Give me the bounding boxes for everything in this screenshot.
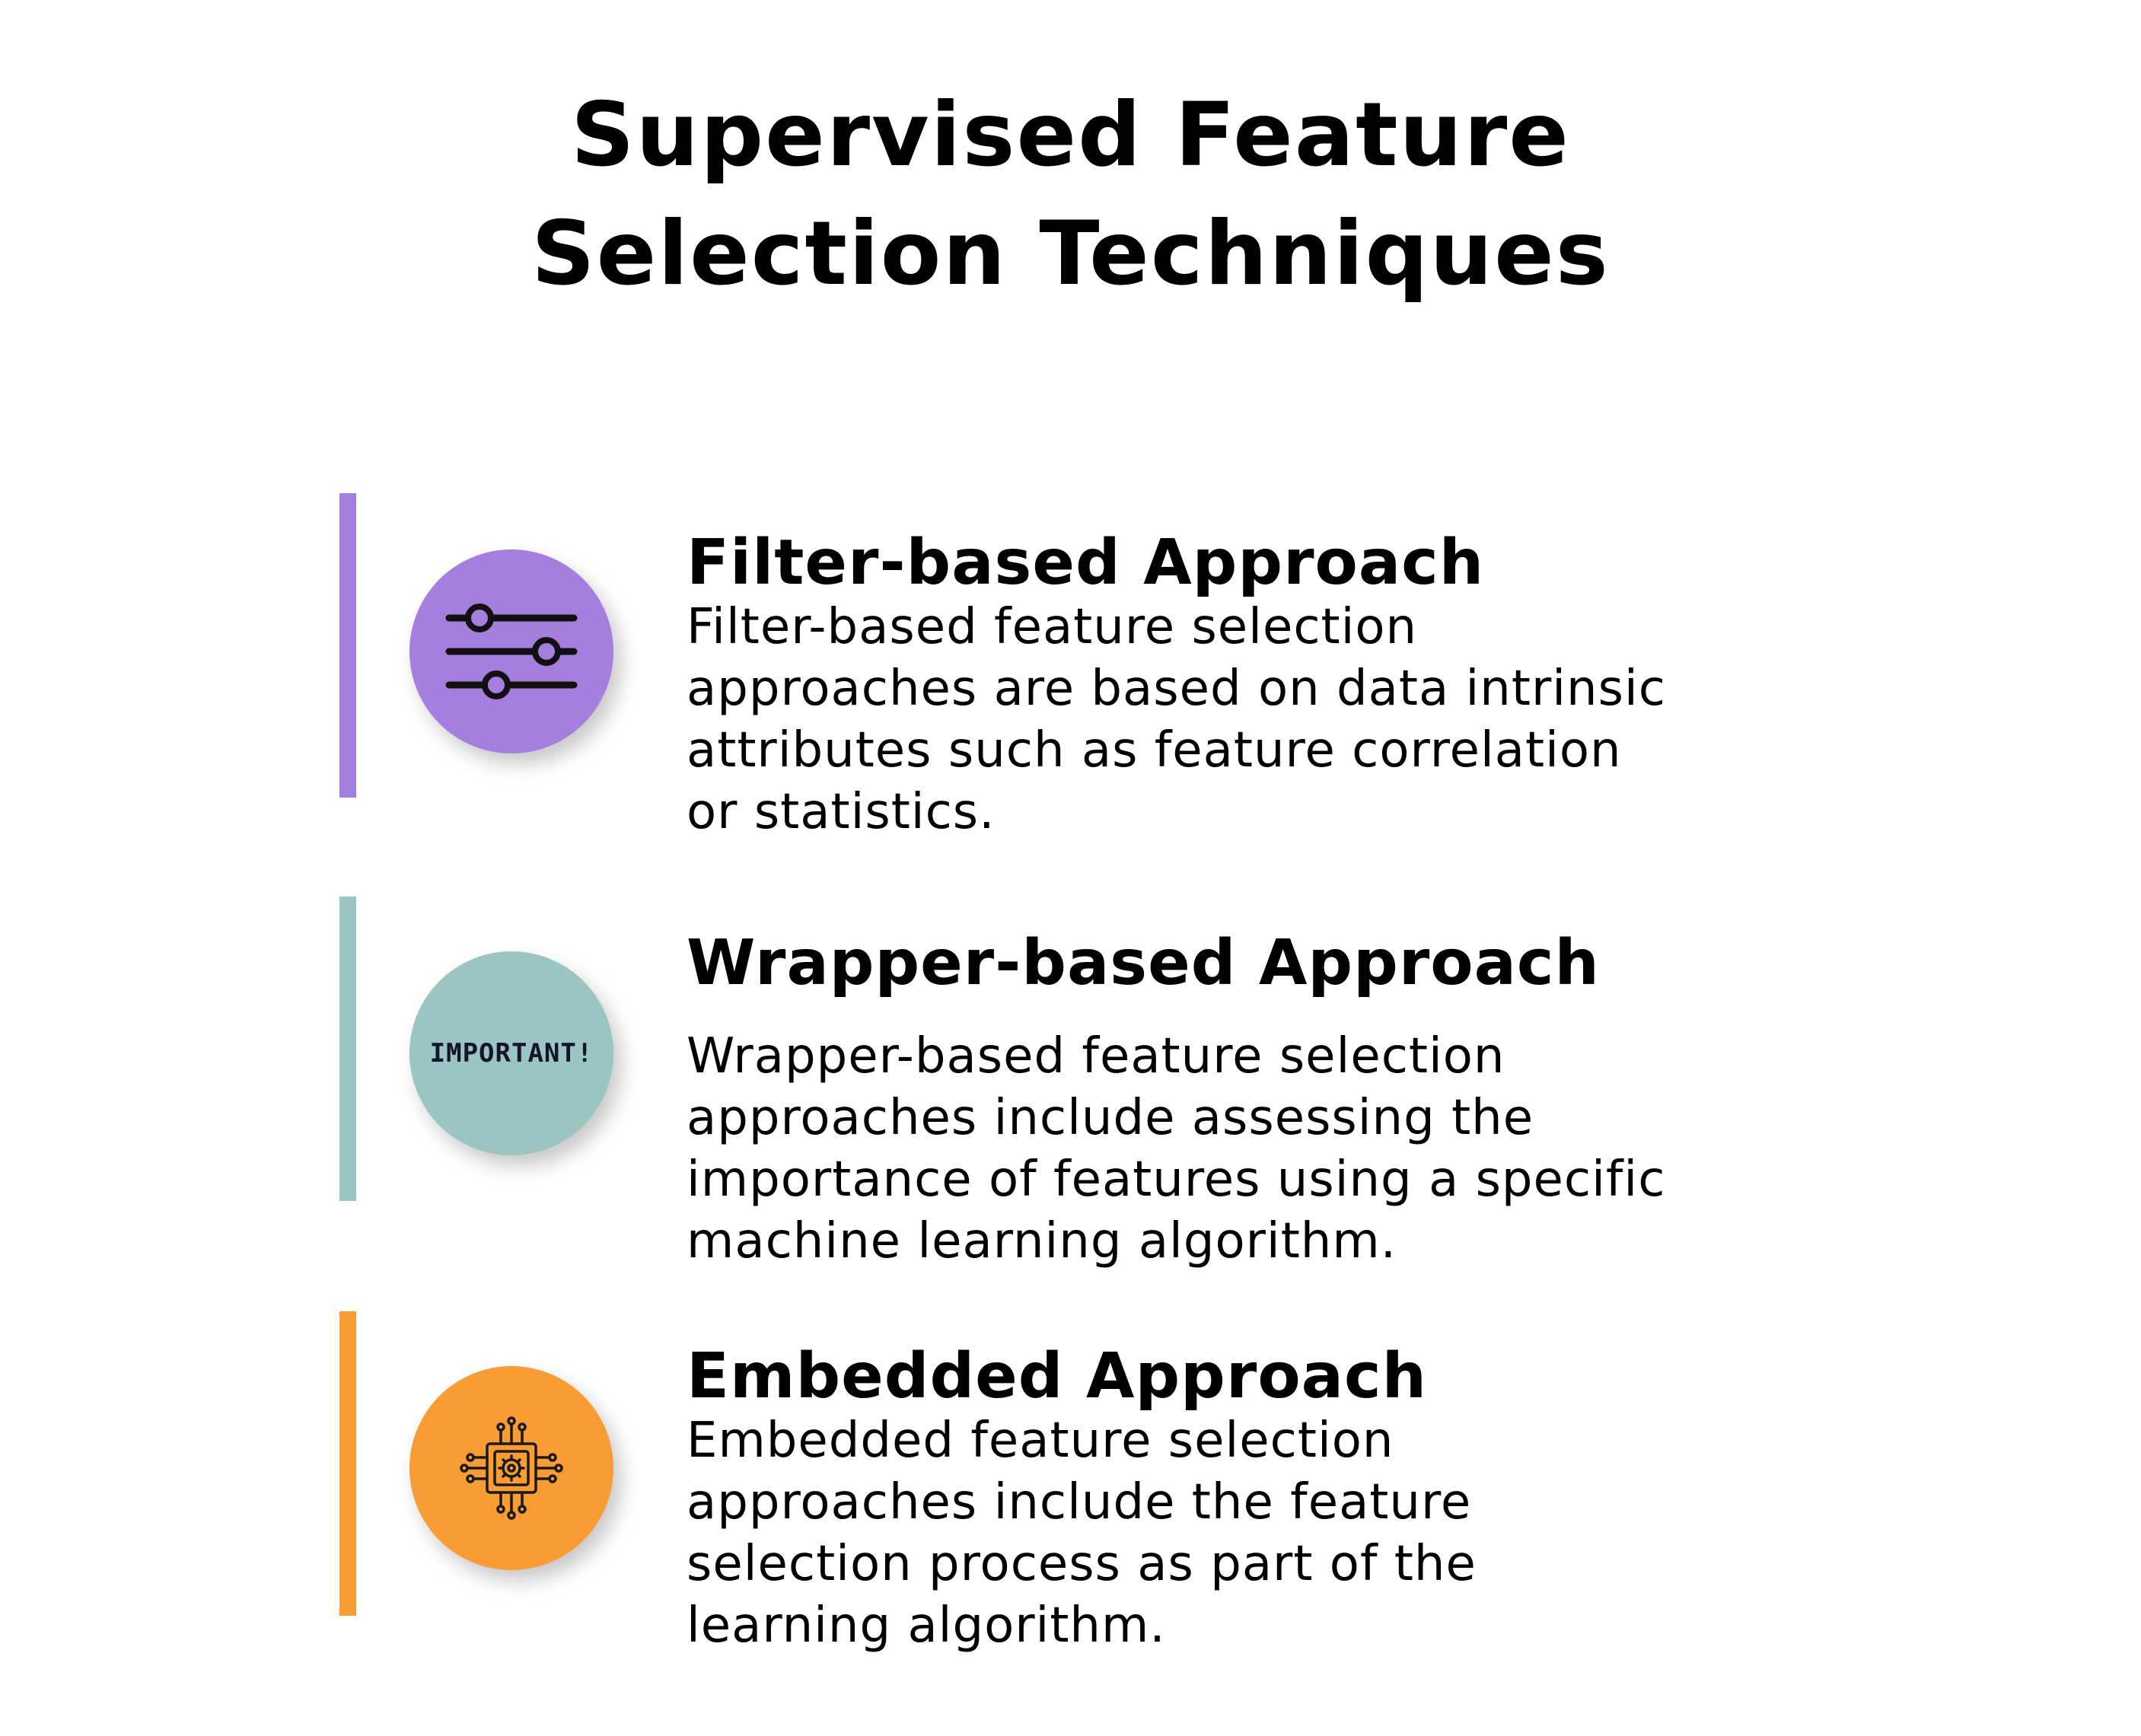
embedded-accent-bar (339, 1311, 356, 1616)
important-sticker-icon: IMPORTANT! (429, 1038, 594, 1069)
wrapper-desc-line-2: approaches include assessing the (687, 1090, 1534, 1146)
embedded-desc-line-1: Embedded feature selection (687, 1413, 1394, 1469)
title-line-2: Selection Techniques (531, 202, 1610, 305)
embedded-desc-line-4: learning algorithm. (687, 1597, 1166, 1654)
section-embedded: Embedded Approach Embedded feature selec… (0, 1311, 2141, 1654)
filter-desc-line-3: attributes such as feature correlation (687, 722, 1622, 779)
embedded-desc-line-2: approaches include the feature (687, 1474, 1472, 1531)
section-wrapper-based: IMPORTANT! Wrapper-based Approach Wrappe… (0, 897, 2141, 1269)
wrapper-accent-bar (339, 897, 356, 1201)
filter-desc-line-1: Filter-based feature selection (687, 599, 1418, 655)
title-line-1: Supervised Feature (571, 84, 1570, 186)
filter-icon-circle (409, 549, 613, 753)
page-title: Supervised Feature Selection Techniques (0, 76, 2141, 314)
wrapper-heading: Wrapper-based Approach (687, 927, 1600, 999)
chip-gear-icon (460, 1416, 563, 1520)
embedded-icon-circle (409, 1366, 613, 1570)
embedded-heading: Embedded Approach (687, 1340, 1427, 1413)
section-filter-based: Filter-based Approach Filter-based featu… (0, 493, 2141, 840)
sliders-icon (445, 604, 578, 699)
filter-accent-bar (339, 493, 356, 798)
filter-desc-line-4: or statistics. (687, 784, 996, 840)
filter-description: Filter-based feature selection approache… (687, 597, 1666, 843)
wrapper-description: Wrapper-based feature selection approach… (687, 1026, 1665, 1273)
wrapper-desc-line-3: importance of features using a specific (687, 1151, 1666, 1208)
embedded-desc-line-3: selection process as part of the (687, 1536, 1477, 1592)
wrapper-icon-circle: IMPORTANT! (409, 951, 613, 1155)
filter-heading: Filter-based Approach (687, 527, 1485, 599)
wrapper-desc-line-1: Wrapper-based feature selection (687, 1028, 1505, 1085)
filter-desc-line-2: approaches are based on data intrinsic (687, 661, 1666, 717)
wrapper-desc-line-4: machine learning algorithm. (687, 1213, 1397, 1269)
embedded-description: Embedded feature selection approaches in… (687, 1410, 1477, 1657)
